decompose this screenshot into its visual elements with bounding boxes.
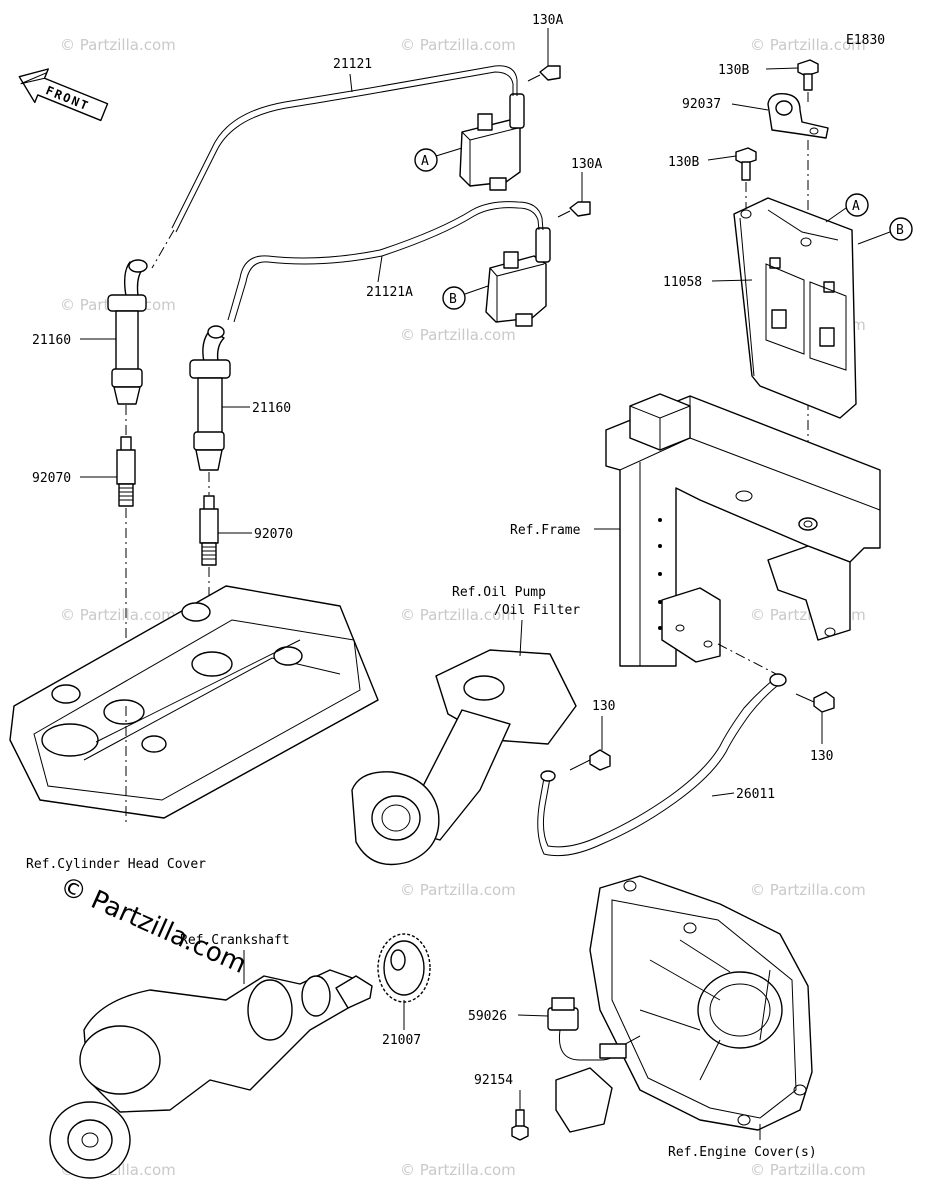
watermark: © Partzilla.com bbox=[750, 1161, 866, 1179]
timing-rotor-21007 bbox=[377, 933, 431, 1003]
watermark: © Partzilla.com bbox=[400, 1161, 516, 1179]
marker-a-bracket bbox=[845, 193, 869, 217]
bolt-130-right bbox=[795, 691, 835, 713]
watermark: © Partzilla.com bbox=[60, 606, 176, 624]
watermark: © Partzilla.com bbox=[400, 36, 516, 54]
ignition-coil-a bbox=[459, 93, 525, 191]
engine-cover bbox=[589, 875, 813, 1131]
marker-b-bracket bbox=[889, 217, 913, 241]
plug-cap-left bbox=[107, 259, 148, 405]
label-92037: 92037 bbox=[682, 97, 721, 112]
marker-a-coil bbox=[414, 148, 438, 172]
label-21121: 21121 bbox=[333, 57, 372, 72]
label-11058: 11058 bbox=[663, 275, 702, 290]
watermark: © Partzilla.com bbox=[400, 881, 516, 899]
label-21160-right: 21160 bbox=[252, 401, 291, 416]
label-130a-mid: 130A bbox=[571, 157, 602, 172]
bolt-130-left bbox=[569, 749, 611, 771]
label-ref-frame: Ref.Frame bbox=[510, 523, 581, 538]
frame bbox=[605, 393, 881, 667]
label-130-left: 130 bbox=[592, 699, 615, 714]
clamp-92037 bbox=[767, 93, 829, 139]
bolt-130a-top bbox=[527, 65, 561, 82]
label-21121a: 21121A bbox=[366, 285, 413, 300]
plug-cap-right bbox=[189, 325, 231, 471]
label-92070-left: 92070 bbox=[32, 471, 71, 486]
watermark: © Partzilla.com bbox=[60, 36, 176, 54]
watermark: © Partzilla.com bbox=[750, 881, 866, 899]
crankshaft bbox=[49, 969, 373, 1179]
label-ref-oil-filter: /Oil Filter bbox=[494, 603, 580, 618]
watermark: © Partzilla.com bbox=[750, 36, 866, 54]
label-130-right: 130 bbox=[810, 749, 833, 764]
label-59026: 59026 bbox=[468, 1009, 507, 1024]
watermark: © Partzilla.com bbox=[400, 326, 516, 344]
ignition-coil-b bbox=[485, 227, 551, 327]
cylinder-head-cover bbox=[9, 585, 379, 819]
marker-b-coil bbox=[442, 286, 466, 310]
marker-a-coil-label: A bbox=[421, 154, 429, 169]
oil-pump-oil-filter bbox=[351, 649, 577, 866]
label-26011: 26011 bbox=[736, 787, 775, 802]
label-130b-top: 130B bbox=[718, 63, 749, 78]
marker-b-bracket-label: B bbox=[896, 223, 904, 238]
label-21007: 21007 bbox=[382, 1033, 421, 1048]
marker-a-bracket-label: A bbox=[852, 199, 860, 214]
bracket-11058 bbox=[733, 197, 857, 419]
diagram-code: E1830 bbox=[846, 33, 885, 48]
label-ref-crankshaft: Ref.Crankshaft bbox=[180, 933, 290, 948]
spark-plug-right bbox=[199, 495, 219, 566]
marker-b-coil-label: B bbox=[449, 292, 457, 307]
label-ref-cylinder-head-cover: Ref.Cylinder Head Cover bbox=[26, 857, 206, 872]
bolt-130b-top bbox=[797, 59, 819, 91]
label-92070-right: 92070 bbox=[254, 527, 293, 542]
label-21160-left: 21160 bbox=[32, 333, 71, 348]
watermark: © Partzilla.com bbox=[400, 606, 516, 624]
sensor-59026 bbox=[547, 997, 641, 1133]
copyright-text: © Partzilla.com bbox=[55, 871, 250, 980]
label-130b-mid: 130B bbox=[668, 155, 699, 170]
front-arrow-icon: FRONT bbox=[18, 68, 109, 122]
label-130a-top: 130A bbox=[532, 13, 563, 28]
bolt-130b-mid bbox=[735, 147, 757, 181]
bolt-130a-mid bbox=[557, 201, 591, 218]
spark-plug-left bbox=[116, 436, 136, 507]
label-92154: 92154 bbox=[474, 1073, 513, 1088]
ground-cable-26011 bbox=[537, 673, 787, 857]
bolt-92154 bbox=[511, 1109, 529, 1141]
label-ref-oil-pump: Ref.Oil Pump bbox=[452, 585, 546, 600]
label-ref-engine-cover: Ref.Engine Cover(s) bbox=[668, 1145, 817, 1160]
